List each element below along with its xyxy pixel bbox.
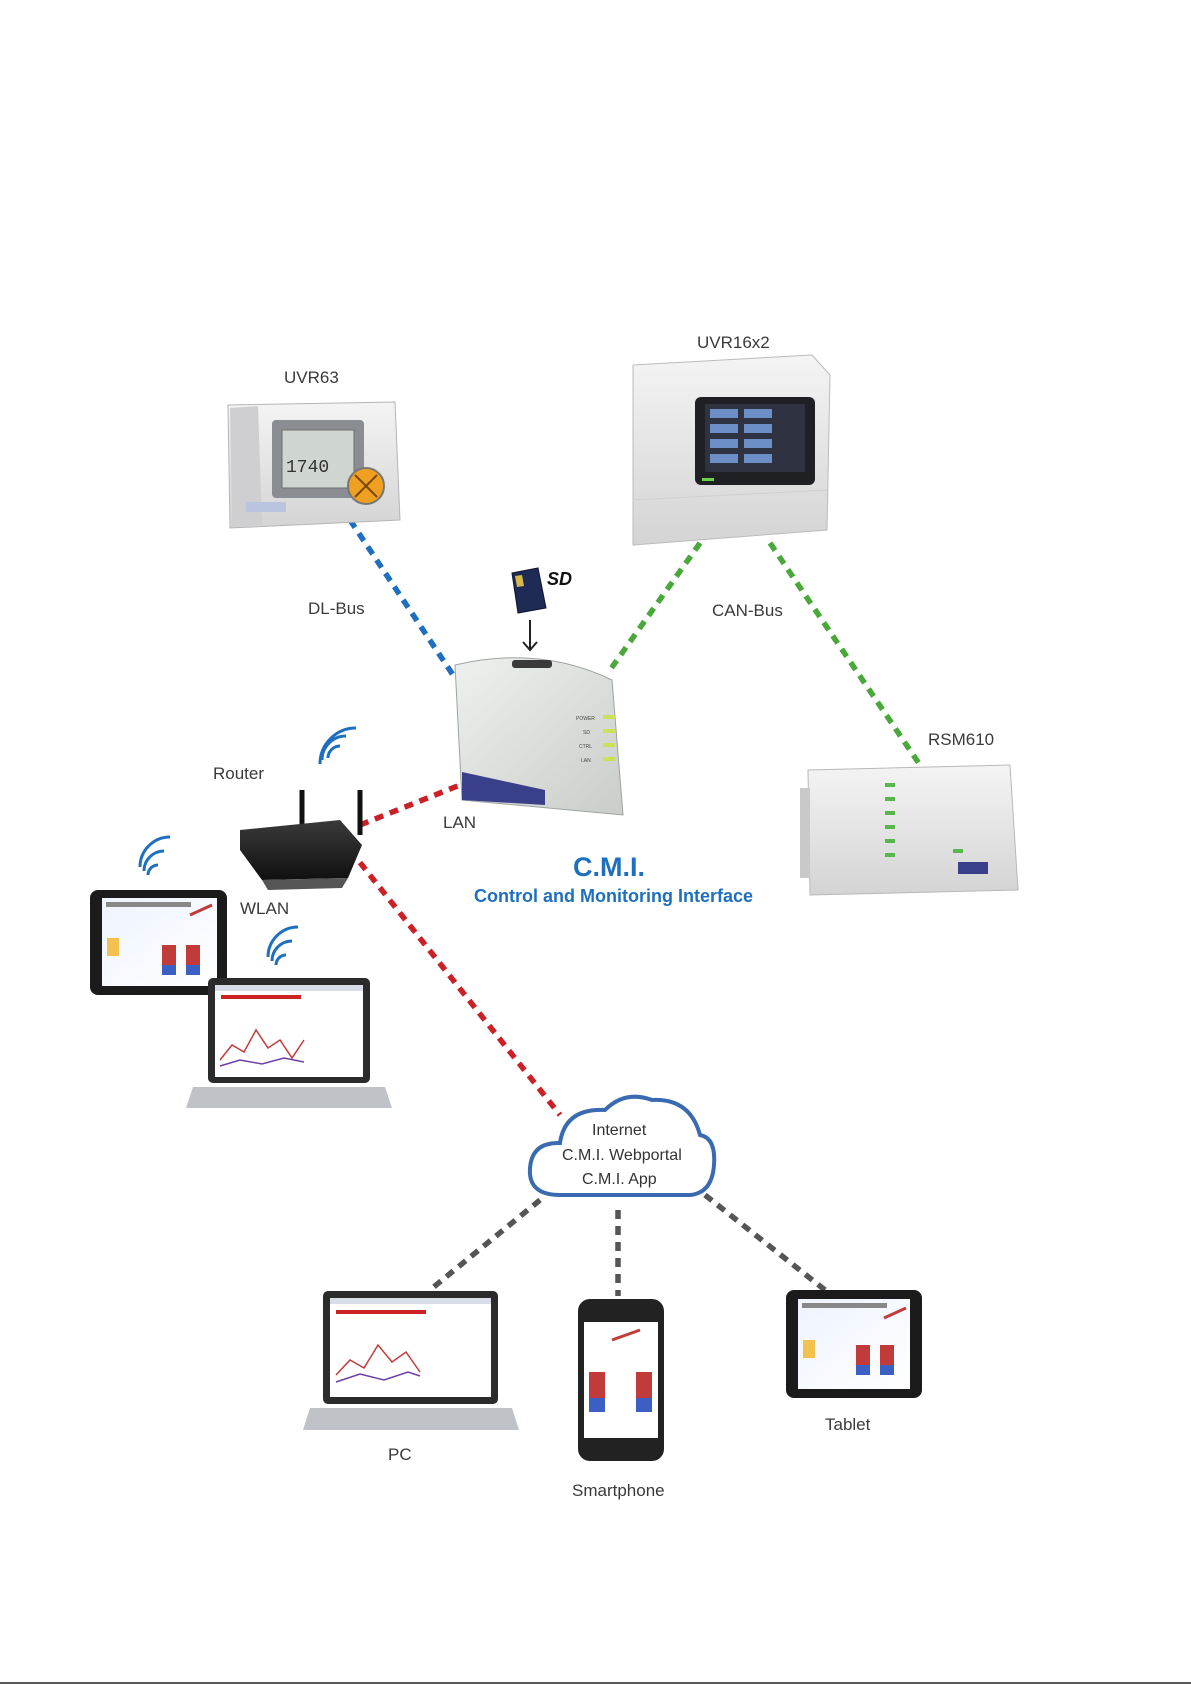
can-bus-label: CAN-Bus	[712, 601, 783, 620]
cmi-subtitle: Control and Monitoring Interface	[474, 886, 753, 906]
cmi-led-label: CTRL	[579, 744, 592, 750]
can-bus-line-cmi	[610, 543, 700, 670]
can-bus-line-rsm	[770, 543, 920, 765]
cmi-led-label: SD	[583, 730, 590, 736]
wlan-laptop	[186, 978, 392, 1108]
smartphone-label: Smartphone	[572, 1481, 665, 1500]
arrow-down-icon	[523, 620, 537, 650]
wifi-icon	[140, 837, 170, 875]
tablet-label: Tablet	[825, 1415, 871, 1434]
rsm610-label: RSM610	[928, 730, 994, 749]
pc-laptop	[303, 1291, 519, 1430]
cmi-title: C.M.I.	[573, 852, 645, 882]
sd-card-icon: SD	[512, 568, 572, 613]
cloud-line-app: C.M.I. App	[582, 1171, 657, 1188]
lan-label: LAN	[443, 813, 476, 832]
uvr63-label: UVR63	[284, 368, 339, 387]
cloud-line-webportal: C.M.I. Webportal	[562, 1147, 682, 1164]
cmi-device: POWER SD CTRL LAN	[455, 658, 623, 815]
smartphone-device	[578, 1299, 664, 1461]
tablet-device	[786, 1290, 922, 1398]
wifi-icon	[320, 728, 356, 764]
tablet-line	[705, 1195, 825, 1290]
rsm610-device	[800, 765, 1018, 895]
pc-label: PC	[388, 1445, 412, 1464]
wlan-label: WLAN	[240, 899, 289, 918]
uvr16x2-device	[633, 355, 830, 545]
dl-bus-line	[350, 520, 455, 678]
wlan-tablet	[90, 890, 227, 995]
uvr63-display-value: 1740	[286, 458, 329, 478]
pc-line	[430, 1200, 540, 1290]
wifi-icon	[268, 927, 298, 965]
dl-bus-label: DL-Bus	[308, 599, 365, 618]
cmi-led-label: LAN	[581, 758, 591, 764]
uvr16x2-label: UVR16x2	[697, 333, 770, 352]
cloud-line-internet: Internet	[592, 1122, 647, 1139]
router-device	[240, 790, 362, 890]
svg-text:SD: SD	[547, 569, 572, 589]
uvr63-device: 1740	[228, 402, 400, 528]
router-label: Router	[213, 764, 264, 783]
cmi-led-label: POWER	[576, 716, 595, 722]
